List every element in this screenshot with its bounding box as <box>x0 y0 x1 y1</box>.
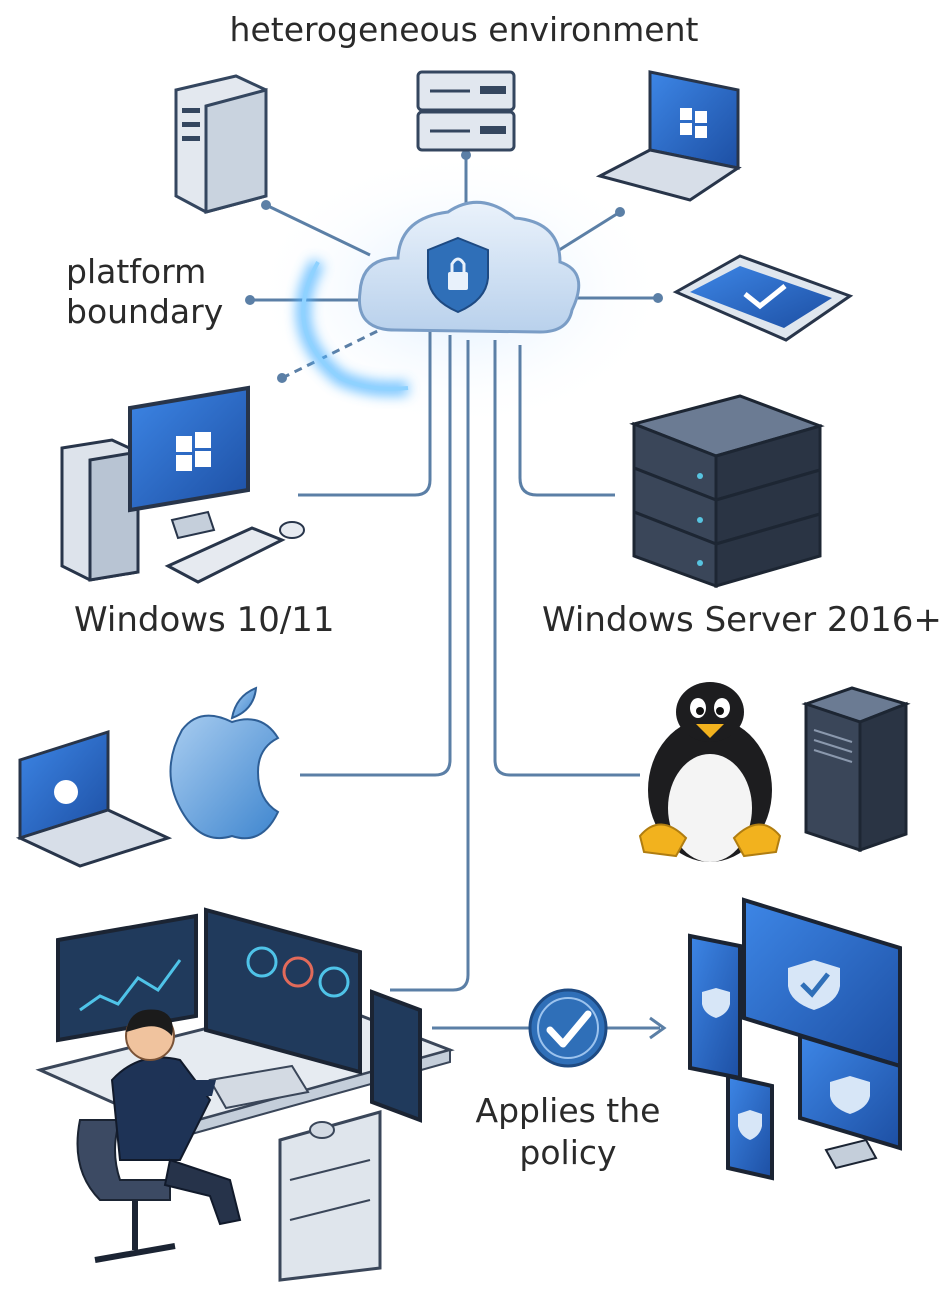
line-tower <box>265 203 371 257</box>
rack-server-icon <box>416 70 516 152</box>
windows-laptop-icon <box>595 70 742 202</box>
boundary-label-line1: platform <box>66 252 207 291</box>
arrow-policy <box>649 1016 667 1040</box>
windows-desktop-icon <box>60 385 305 584</box>
cloud-shield-icon <box>357 200 581 334</box>
tablet-icon <box>672 254 854 342</box>
line-server <box>518 345 615 497</box>
managed-devices-icon <box>688 897 902 1181</box>
line-linux <box>493 340 640 777</box>
platform-boundary-label: platform boundary <box>66 252 256 332</box>
linux-penguin-icon <box>638 682 782 862</box>
line-windows-desktop <box>298 330 432 497</box>
windows-server-label: Windows Server 2016+ <box>542 600 942 640</box>
boundary-arc <box>296 258 409 396</box>
line-mac <box>300 335 452 777</box>
applies-policy-label: Applies the policy <box>468 1090 668 1174</box>
boundary-label-line2: boundary <box>66 292 224 331</box>
linux-tower-icon <box>801 686 911 853</box>
applies-label-line1: Applies the <box>475 1091 661 1130</box>
tower-server-icon <box>174 74 268 214</box>
check-circle-icon <box>528 988 608 1068</box>
mac-laptop-icon <box>15 729 173 868</box>
diagram-title: heterogeneous environment <box>229 10 699 49</box>
apple-logo-icon <box>169 686 280 840</box>
applies-label-line2: policy <box>519 1133 617 1172</box>
admin-workstation-icon <box>35 907 455 1282</box>
line-admin <box>390 340 470 992</box>
server-rack-icon <box>629 394 825 589</box>
windows-client-label: Windows 10/11 <box>74 600 335 640</box>
line-boundary-dashed <box>281 318 401 380</box>
